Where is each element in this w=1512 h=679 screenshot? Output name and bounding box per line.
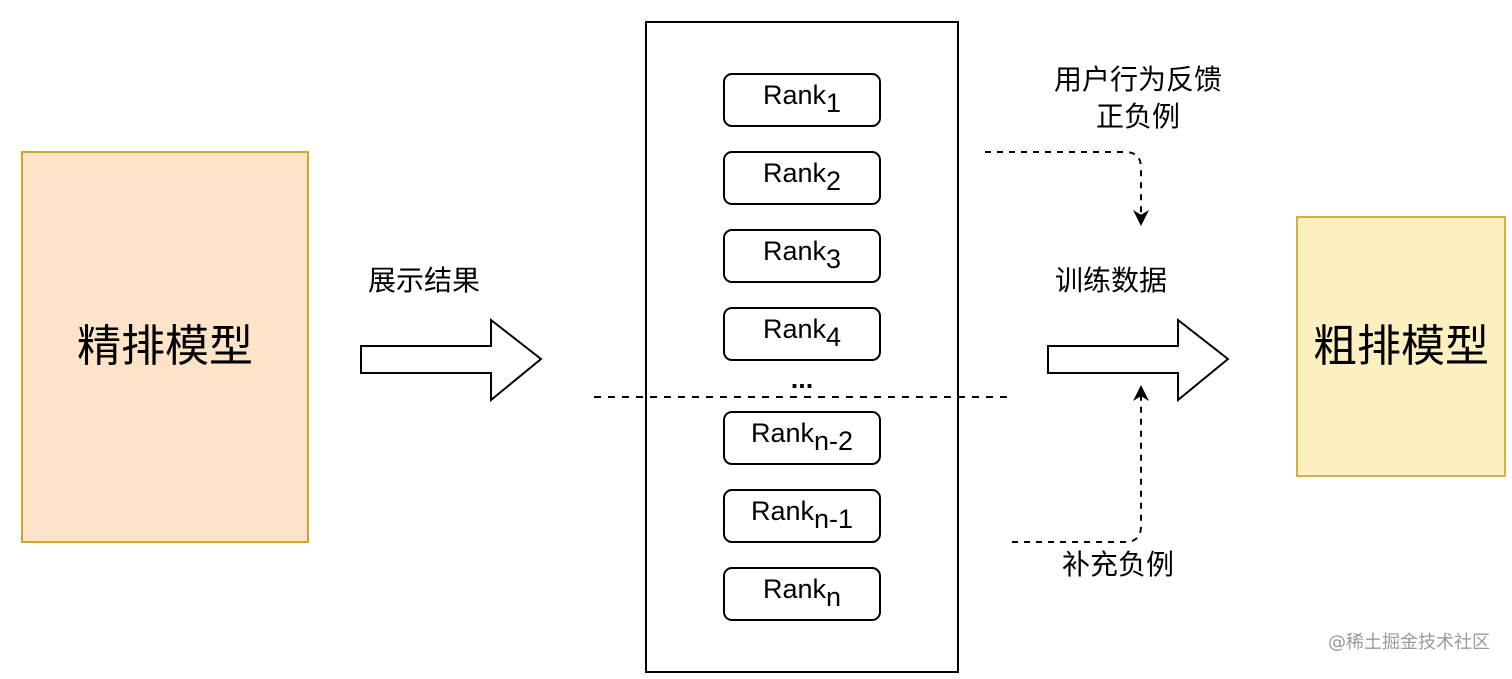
rank-item-box [723,229,881,283]
rank-item-box [723,567,881,621]
rank-item-box [723,73,881,127]
rank-item-box [723,151,881,205]
supplement-negatives-connector [1012,385,1149,543]
rank-item-label: Rank2 [763,158,841,196]
rank-item-box [723,307,881,361]
watermark-text: @稀土掘金技术社区 [1328,632,1490,653]
rank-item-box [723,489,881,543]
rank-item-label: Rankn-2 [751,418,853,456]
rank-item-label: Rank3 [763,236,841,274]
supplement-negatives-label: 补充负例 [1062,548,1174,581]
training-data-label: 训练数据 [1055,264,1167,297]
coarse-rank-model-box [1296,216,1506,477]
rank-item: Rankn-1 [723,489,881,543]
rank-item: Rank2 [723,151,881,205]
rank-item-box [723,411,881,465]
fine-rank-model-label: 精排模型 [77,321,253,372]
rank-item-label: Rank1 [763,80,841,118]
display-results-arrow [360,317,543,403]
display-results-label: 展示结果 [368,264,480,297]
rank-item: Rankn-2 [723,411,881,465]
rank-item-label: Rank4 [763,314,841,352]
coarse-rank-model-label: 粗排模型 [1313,321,1489,372]
rank-item-label: Rankn [763,574,841,612]
rank-ellipsis: ... [791,364,814,394]
rank-item: Rank3 [723,229,881,283]
training-data-arrow [1047,317,1230,403]
user-feedback-label-line2: 正负例 [1096,100,1180,133]
user-feedback-connector [985,151,1149,226]
rank-item: Rank4 [723,307,881,361]
user-feedback-label-line1: 用户行为反馈 [1054,63,1222,96]
rank-item: Rankn [723,567,881,621]
fine-rank-model-box [21,151,309,543]
rank-item-label: Rankn-1 [751,496,853,534]
rank-item: Rank1 [723,73,881,127]
